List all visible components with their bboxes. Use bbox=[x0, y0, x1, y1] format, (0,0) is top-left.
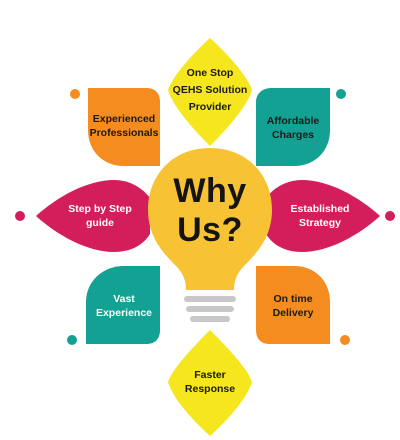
petal-experienced-shape bbox=[88, 88, 160, 166]
petal-one-stop-shape bbox=[168, 38, 252, 146]
petal-line: Provider bbox=[188, 101, 232, 114]
dot-top-right bbox=[336, 89, 346, 99]
lightbulb-icon bbox=[148, 148, 272, 290]
petal-faster-shape bbox=[168, 330, 252, 436]
petal-line: Delivery bbox=[272, 307, 314, 319]
petal-line: Strategy bbox=[298, 217, 341, 229]
petal-line: Experience bbox=[95, 307, 153, 319]
dot-bottom-right bbox=[340, 335, 350, 345]
petal-line: Established bbox=[290, 202, 350, 215]
petal-affordable-label: Affordable Charges bbox=[254, 106, 332, 150]
center-label: Why Us? bbox=[150, 172, 270, 250]
bulb-base-bar-3 bbox=[190, 316, 230, 322]
petal-line: Response bbox=[184, 383, 236, 395]
bulb-base-bar-1 bbox=[184, 296, 236, 302]
petal-line: Step by Step bbox=[68, 202, 132, 215]
petal-step-by-step-shape bbox=[36, 180, 150, 252]
petal-established-label: Established Strategy bbox=[270, 194, 370, 238]
petal-on-time-shape bbox=[256, 266, 330, 344]
petal-vast-shape bbox=[86, 266, 160, 344]
petal-line: Faster bbox=[194, 368, 226, 381]
bulb-base-bar-2 bbox=[186, 306, 234, 312]
dot-left bbox=[15, 211, 25, 221]
dot-bottom-left bbox=[67, 335, 77, 345]
petal-line: QEHS Solution bbox=[172, 83, 248, 96]
petal-affordable-shape bbox=[256, 88, 330, 166]
petal-vast-label: Vast Experience bbox=[86, 284, 162, 328]
petal-experienced-label: Experienced Professionals bbox=[86, 104, 162, 148]
dot-top-left bbox=[70, 89, 80, 99]
petal-on-time-label: On time Delivery bbox=[254, 284, 332, 328]
petal-line: On time bbox=[273, 292, 313, 305]
petal-step-by-step-label: Step by Step guide bbox=[50, 194, 150, 238]
petal-line: guide bbox=[86, 217, 114, 229]
center-line-1: Why bbox=[173, 172, 247, 210]
petal-line: Charges bbox=[271, 129, 314, 141]
center-line-2: Us? bbox=[177, 211, 243, 250]
petal-line: One Stop bbox=[186, 66, 234, 79]
petal-line: Experienced bbox=[92, 112, 156, 125]
petal-faster-label: Faster Response bbox=[160, 360, 260, 404]
petal-line: Vast bbox=[113, 292, 135, 305]
dot-right bbox=[385, 211, 395, 221]
petal-line: Affordable bbox=[266, 114, 320, 127]
petal-line: Professionals bbox=[89, 127, 159, 139]
petal-established-shape bbox=[266, 180, 380, 252]
petal-one-stop-label: One Stop QEHS Solution Provider bbox=[160, 58, 260, 122]
